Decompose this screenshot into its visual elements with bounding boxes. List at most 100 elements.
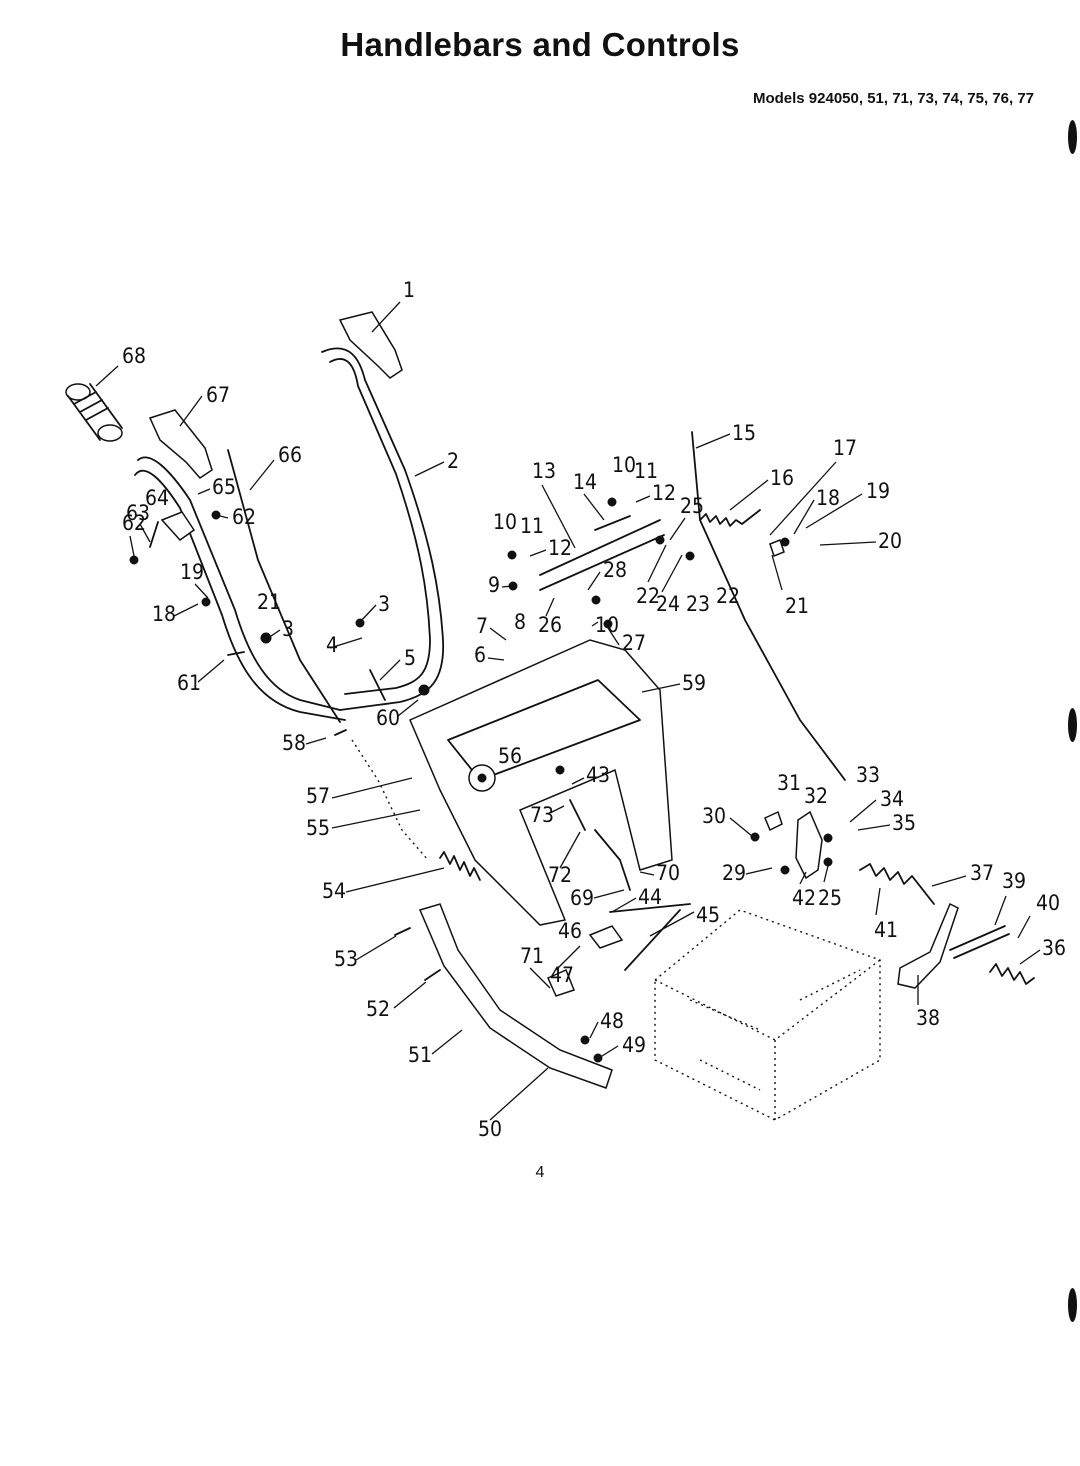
shift-lever <box>795 810 823 880</box>
spring-41 <box>859 863 935 905</box>
callout-label-71: 71 <box>520 944 544 968</box>
callout-leader-lines <box>95 301 1041 1121</box>
callout-label-34: 34 <box>880 787 904 811</box>
callout-leader-22 <box>647 544 667 583</box>
callout-label-33: 33 <box>856 763 880 787</box>
callout-leader-20 <box>819 541 877 546</box>
callout-leader-17 <box>769 461 837 536</box>
callout-label-21: 21 <box>257 590 281 614</box>
callout-label-38: 38 <box>916 1006 940 1030</box>
callout-leader-42 <box>799 871 807 885</box>
callout-leader-19 <box>805 493 863 529</box>
page-number: 4 <box>535 1164 545 1181</box>
callout-label-12: 12 <box>548 536 572 560</box>
callout-leader-21 <box>771 554 783 591</box>
callout-label-37: 37 <box>970 861 994 885</box>
callout-label-27: 27 <box>622 631 646 655</box>
shift-rod-upper <box>539 519 665 591</box>
callout-label-42: 42 <box>792 886 816 910</box>
callout-leader-9 <box>501 585 513 588</box>
handlebar-bracket <box>338 311 403 379</box>
callout-label-18: 18 <box>816 486 840 510</box>
callout-label-10: 10 <box>493 510 517 534</box>
callout-leader-73 <box>547 805 565 815</box>
callout-label-57: 57 <box>306 784 330 808</box>
callout-leader-71 <box>529 967 551 989</box>
callout-label-59: 59 <box>682 671 706 695</box>
callout-leader-7 <box>489 627 507 641</box>
callout-label-22: 22 <box>716 584 740 608</box>
handlebar-left <box>137 456 341 711</box>
handlebar-upper-main-inner <box>329 358 431 695</box>
lower-handle-bracket <box>418 903 613 1089</box>
callout-label-36: 36 <box>1042 936 1066 960</box>
callout-label-8: 8 <box>514 610 526 634</box>
callout-leader-43 <box>571 777 585 785</box>
callout-leader-40 <box>1017 915 1031 939</box>
handle-grip <box>65 383 123 442</box>
callout-leader-62 <box>129 535 135 557</box>
auger-housing-reference <box>654 909 881 1121</box>
callout-label-31: 31 <box>777 771 801 795</box>
callout-label-58: 58 <box>282 731 306 755</box>
callout-label-22: 22 <box>636 584 660 608</box>
callout-label-69: 69 <box>570 886 594 910</box>
spring-14 <box>594 515 631 531</box>
callout-label-44: 44 <box>638 885 662 909</box>
callout-label-54: 54 <box>322 879 346 903</box>
rod-39 <box>949 925 1010 959</box>
callout-label-32: 32 <box>804 784 828 808</box>
callout-label-41: 41 <box>874 918 898 942</box>
callout-leader-3 <box>359 604 377 623</box>
callout-leader-35 <box>857 824 891 831</box>
callout-leader-12 <box>635 495 651 503</box>
control-rod-left <box>227 449 341 723</box>
callout-leader-24 <box>661 554 683 593</box>
callout-label-61: 61 <box>177 671 201 695</box>
callout-label-53: 53 <box>334 947 358 971</box>
callout-label-17: 17 <box>833 436 857 460</box>
callout-label-13: 13 <box>532 459 556 483</box>
callout-leader-18 <box>173 603 199 617</box>
callout-leader-59 <box>641 683 681 693</box>
callout-leader-49 <box>601 1045 619 1057</box>
callout-label-26: 26 <box>538 613 562 637</box>
handlebar-upper-main <box>321 347 444 711</box>
handlebar-left-inner <box>134 469 346 721</box>
spring-16 <box>699 509 761 527</box>
callout-leader-53 <box>355 935 397 961</box>
callout-label-35: 35 <box>892 811 916 835</box>
callout-leader-52 <box>393 981 427 1009</box>
left-handle-bracket <box>148 409 213 479</box>
callout-leader-55 <box>331 809 421 829</box>
callout-leader-69 <box>593 889 625 899</box>
spring-36 <box>989 963 1035 985</box>
callout-leader-44 <box>611 897 637 913</box>
callout-leader-12 <box>529 549 547 557</box>
callout-leader-58 <box>305 737 327 745</box>
callout-leader-29 <box>745 867 773 875</box>
adjusting-chain <box>351 739 429 861</box>
callout-leader-48 <box>589 1021 599 1039</box>
callout-label-7: 7 <box>476 614 488 638</box>
callout-label-47: 47 <box>550 963 574 987</box>
callout-label-50: 50 <box>478 1117 502 1141</box>
control-rod-right <box>691 431 846 781</box>
callout-label-19: 19 <box>180 560 204 584</box>
callout-leader-60 <box>397 699 419 717</box>
callout-label-70: 70 <box>656 861 680 885</box>
callout-label-49: 49 <box>622 1033 646 1057</box>
callout-label-10: 10 <box>612 453 636 477</box>
speed-control-knob-center <box>477 773 487 783</box>
callout-label-12: 12 <box>652 481 676 505</box>
callout-leader-26 <box>545 597 555 617</box>
callout-leader-72 <box>559 831 581 869</box>
callout-leader-2 <box>414 461 445 477</box>
callout-leader-27 <box>607 627 620 646</box>
callout-leader-13 <box>541 484 576 549</box>
callout-label-23: 23 <box>686 592 710 616</box>
callout-leader-63 <box>139 523 151 543</box>
callout-label-48: 48 <box>600 1009 624 1033</box>
callout-leader-66 <box>249 459 275 491</box>
